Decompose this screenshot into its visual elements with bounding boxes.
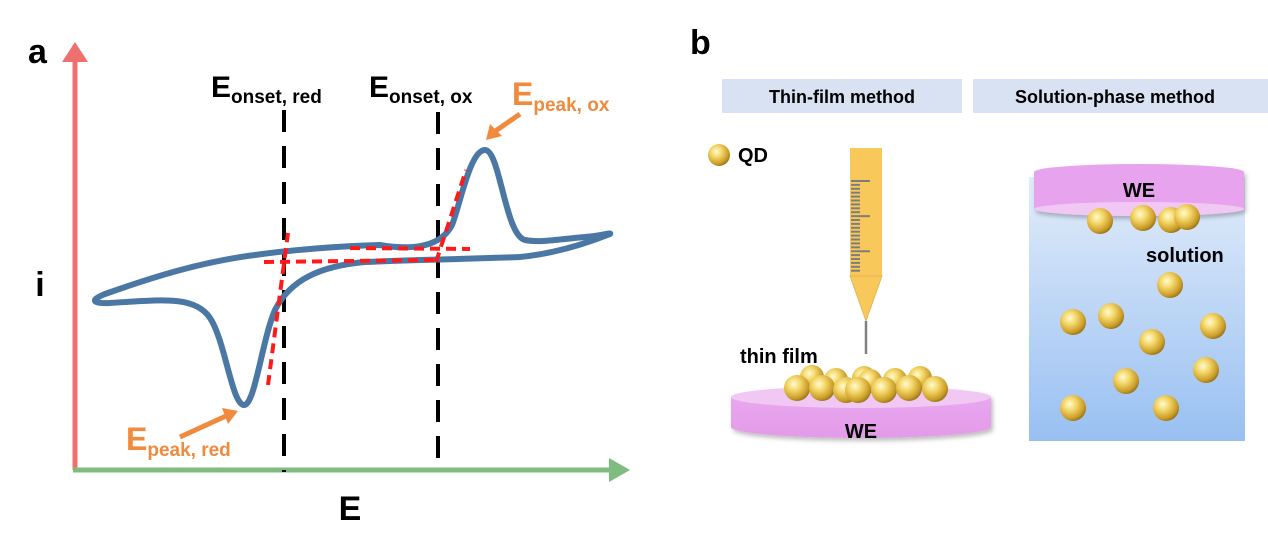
thin-film-electrode-label: WE xyxy=(845,421,877,443)
peak-ox-arrowhead xyxy=(486,124,502,140)
pipette xyxy=(849,148,883,354)
thin-film-title-bar xyxy=(722,79,962,113)
solution-phase-title: Solution-phase method xyxy=(1015,87,1215,107)
qd-particle xyxy=(1193,357,1219,383)
qd-particle xyxy=(1153,395,1179,421)
solution-phase-title-bar xyxy=(973,79,1268,113)
qd-particle xyxy=(845,377,871,403)
qd-particle xyxy=(1098,303,1124,329)
onset-red-label: Eonset, red xyxy=(211,71,322,108)
tangent-red-slope xyxy=(266,232,290,386)
solution-label: solution xyxy=(1146,245,1224,267)
peak-red-label: Epeak, red xyxy=(126,421,231,461)
qd-particle xyxy=(896,375,922,401)
qd-legend-icon xyxy=(708,144,730,166)
electrode-side xyxy=(731,397,991,438)
cv-curve xyxy=(92,147,614,408)
pipette-scale xyxy=(851,180,870,272)
panel-b: b Thin-film method Solution-phase method… xyxy=(690,24,1268,443)
panel-a: a i E Eonset, red Eonset, ox Epeak, ox E… xyxy=(28,33,630,528)
tangent-red-baseline xyxy=(263,258,437,264)
panel-a-label: a xyxy=(28,33,48,71)
qd-legend-label: QD xyxy=(738,145,768,167)
tangent-ox-slope xyxy=(434,169,468,263)
pipette-tip xyxy=(849,275,883,323)
peak-red-arrow xyxy=(178,413,228,440)
qd-particle xyxy=(1060,309,1086,335)
panel-b-label: b xyxy=(690,24,711,62)
solution-electrode-label: WE xyxy=(1123,180,1155,202)
peak-red-arrowhead xyxy=(222,408,238,424)
thin-film-title: Thin-film method xyxy=(769,87,915,107)
solution-qd-group xyxy=(1060,204,1226,421)
thin-film-label: thin film xyxy=(740,346,818,368)
y-axis-label: i xyxy=(35,266,44,304)
x-axis-arrowhead xyxy=(609,458,630,482)
qd-particle xyxy=(1113,368,1139,394)
thin-film-qd-layer xyxy=(784,365,948,403)
qd-particle xyxy=(922,376,948,402)
peak-ox-label: Epeak, ox xyxy=(512,76,610,116)
onset-ox-label: Eonset, ox xyxy=(369,71,473,108)
qd-particle xyxy=(1139,329,1165,355)
qd-particle xyxy=(784,375,810,401)
tangent-lines xyxy=(263,169,471,386)
qd-particle xyxy=(1200,313,1226,339)
qd-particle xyxy=(1060,395,1086,421)
qd-particle xyxy=(1174,204,1200,230)
y-axis-arrowhead xyxy=(62,42,88,62)
qd-particle xyxy=(1130,205,1156,231)
peak-ox-arrow xyxy=(492,111,522,135)
x-axis-label: E xyxy=(339,490,362,528)
qd-particle xyxy=(1157,272,1183,298)
qd-particle xyxy=(809,375,835,401)
tangent-ox-baseline xyxy=(349,246,471,251)
qd-particle xyxy=(1087,208,1113,234)
qd-particle xyxy=(871,377,897,403)
